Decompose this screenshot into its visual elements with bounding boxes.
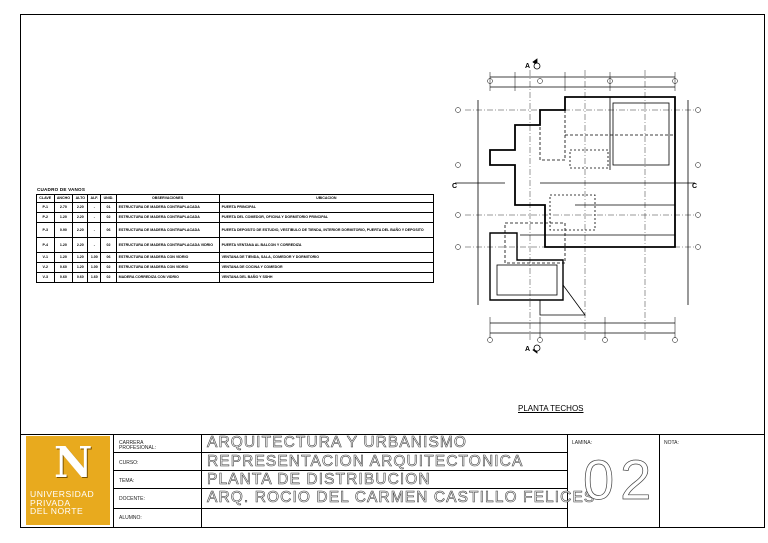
schedule-cell: PUERTA PRINCIPAL [218,202,435,213]
schedule-cell: 1.20 [53,252,74,263]
schedule-cell: P-3 [36,222,55,238]
schedule-cell: 0.60 [53,262,74,273]
divider [113,488,567,489]
schedule-cell: 06 [100,222,117,238]
schedule-header-cell: ALF. [87,194,102,203]
schedule-cell: - [87,212,102,223]
schedule-cell: P-1 [36,202,55,213]
schedule-cell: - [87,237,102,253]
schedule-cell: 02 [100,262,117,273]
schedule-cell: ESTRUCTURA DE MADERA CONTRAPLACADA [115,222,220,238]
drawing-sheet-border [20,14,765,528]
schedule-cell: 1.20 [53,237,74,253]
label-tema: TEMA: [119,478,135,484]
schedule-cell: 0.90 [53,222,74,238]
schedule-header-cell: CLAVE [36,194,55,203]
schedule-cell: V-1 [36,252,55,263]
section-mark-bottom: A [525,346,530,353]
divider [201,434,202,528]
section-mark-right: C [692,183,697,190]
schedule-cell: 2.20 [72,222,89,238]
label-alumno: ALUMNO: [119,515,142,521]
logo-wordmark: UNIVERSIDAD PRIVADA DEL NORTE [30,489,95,517]
schedule-cell: 1.00 [87,252,102,263]
schedule-header-cell: ALTO [72,194,89,203]
schedule-cell: 0.60 [72,272,89,283]
schedule-header-cell: OBSERVACIONES [115,194,220,203]
divider [113,470,567,471]
value-docente: ARQ. ROCIO DEL CARMEN CASTILLO FELICES [207,489,596,506]
university-logo: N UNIVERSIDAD PRIVADA DEL NORTE [26,436,110,525]
schedule-title: CUADRO DE VANOS [37,187,86,192]
schedule-cell: 1.20 [72,262,89,273]
schedule-cell: 2.20 [72,237,89,253]
schedule-cell: 02 [100,237,117,253]
divider [113,452,567,453]
schedule-cell: VENTANA DE TIENDA, SALA, COMEDOR Y DORMI… [218,252,435,263]
schedule-cell: V-3 [36,272,55,283]
value-carrera: ARQUITECTURA Y URBANISMO [207,434,468,451]
divider [659,434,660,528]
sheet-number: 02 [583,448,658,511]
schedule-cell: ESTRUCTURA DE MADERA CON VIDRIO [115,252,220,263]
schedule-cell: 2.70 [53,202,74,213]
schedule-cell: 2.20 [72,212,89,223]
divider [567,434,568,528]
schedule-cell: 1.60 [87,272,102,283]
schedule-cell: V-2 [36,262,55,273]
title-block [20,434,765,529]
schedule-cell: VENTANA DE COCINA Y COMEDOR [218,262,435,273]
schedule-cell: ESTRUCTURA DE MADERA CONTRAPLACADA [115,212,220,223]
schedule-cell: ESTRUCTURA DE MADERA CONTRAPLACADA VIDRI… [115,237,220,253]
schedule-cell: VENTANA DEL BAÑO Y SSHH [218,272,435,283]
schedule-cell: - [87,202,102,213]
schedule-cell: 01 [100,202,117,213]
schedule-cell: PUERTA DEPOSITO DE ESTUDIO, VESTIBULO DE… [218,222,435,238]
label-nota: NOTA: [664,440,679,446]
value-tema: PLANTA DE DISTRIBUCION [207,471,431,488]
schedule-cell: P-2 [36,212,55,223]
schedule-cell: ESTRUCTURA DE MADERA CONTRAPLACADA [115,202,220,213]
logo-n-mark: N [54,438,93,487]
label-curso: CURSO: [119,460,139,466]
schedule-header-cell: UNID. [100,194,117,203]
schedule-cell: PUERTA VENTANA AL BALCON Y CORREDIZA [218,237,435,253]
schedule-cell: MADERA CORREDIZA CON VIDRIO [115,272,220,283]
divider [113,434,114,528]
schedule-cell: P-4 [36,237,55,253]
schedule-header-cell: UBICACION [218,194,435,203]
label-carrera: CARRERA PROFESIONAL: [119,440,156,451]
schedule-cell: 0.60 [53,272,74,283]
section-mark-left: C [452,183,457,190]
schedule-cell: 02 [100,272,117,283]
schedule-cell: 1.20 [72,252,89,263]
label-lamina: LAMINA: [572,440,593,446]
label-docente: DOCENTE: [119,496,145,502]
schedule-cell: 02 [100,212,117,223]
section-mark-top: A [525,63,530,70]
schedule-cell: PUERTA DEL COMEDOR, OFICINA Y DORMITORIO… [218,212,435,223]
schedule-cell: ESTRUCTURA DE MADERA CON VIDRIO [115,262,220,273]
schedule-header-cell: ANCHO [53,194,74,203]
schedule-cell: 1.20 [53,212,74,223]
value-curso: REPRESENTACION ARQUITECTONICA [207,453,524,470]
schedule-cell: 06 [100,252,117,263]
divider [113,508,567,509]
roof-plan-drawing: A A C C [452,58,701,354]
schedule-cell: 2.20 [72,202,89,213]
schedule-cell: 1.00 [87,262,102,273]
plan-title: PLANTA TECHOS [518,404,584,413]
schedule-cell: - [87,222,102,238]
